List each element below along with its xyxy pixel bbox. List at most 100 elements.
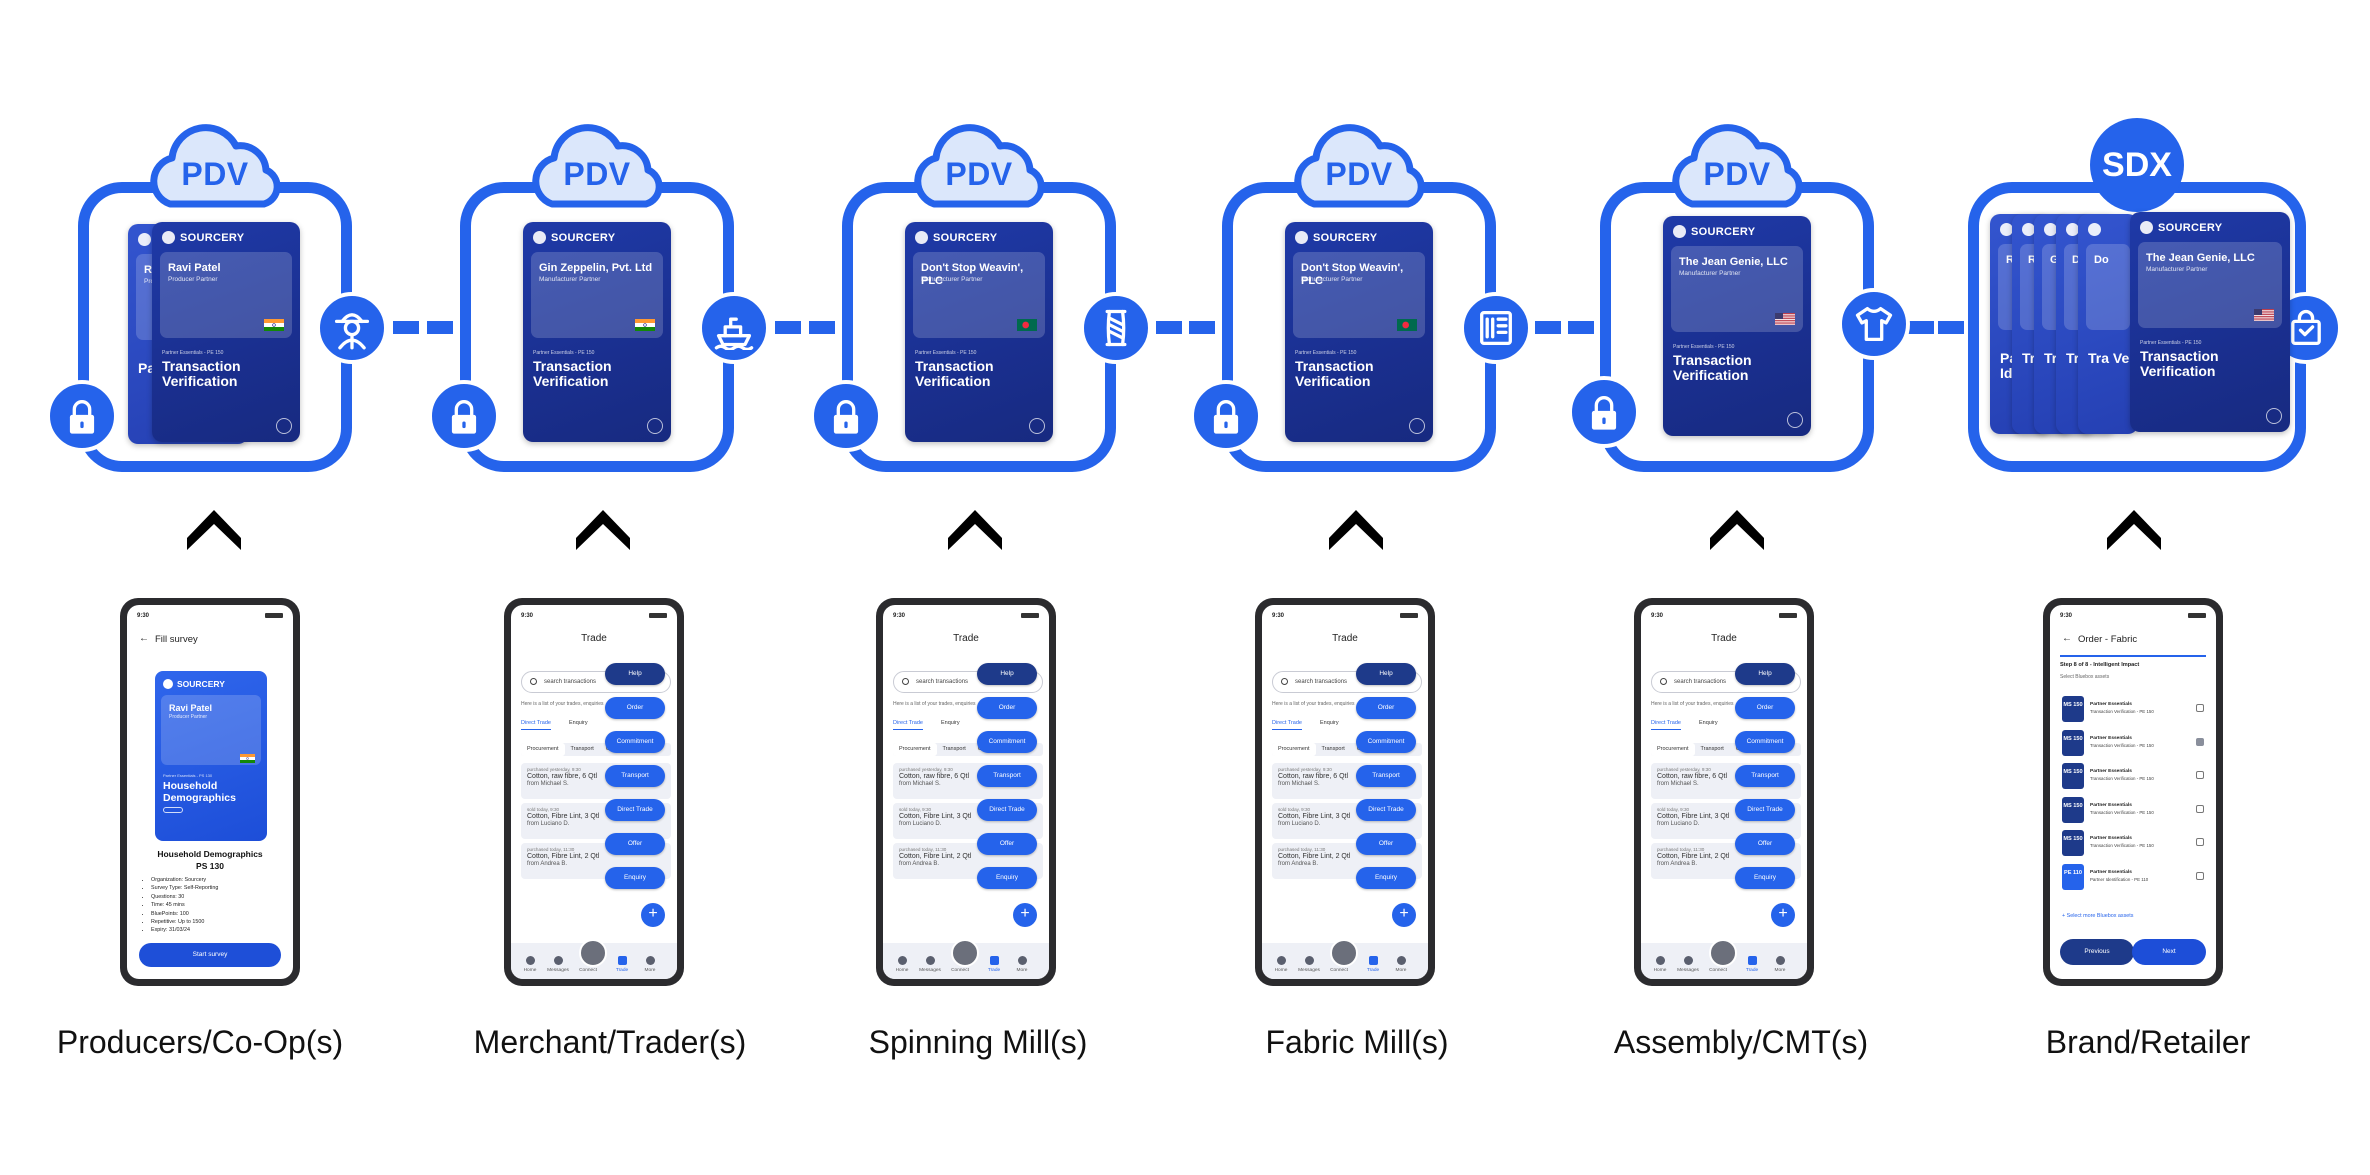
trade-subtab[interactable]: Transport: [570, 746, 594, 752]
trade-tab[interactable]: Direct Trade: [1651, 720, 1681, 730]
nav-item[interactable]: Messages: [543, 956, 573, 973]
back-arrow-icon[interactable]: ←: [2062, 633, 2072, 644]
fab-option[interactable]: Offer: [1735, 833, 1795, 855]
nav-item[interactable]: Home: [887, 956, 917, 973]
add-icon[interactable]: +: [641, 903, 665, 927]
trade-from: from Andrea B.: [1657, 861, 1698, 867]
fab-option[interactable]: Order: [1735, 697, 1795, 719]
fab-option[interactable]: Transport: [1735, 765, 1795, 787]
nav-item[interactable]: More: [1386, 956, 1416, 973]
fab-option[interactable]: Direct Trade: [1735, 799, 1795, 821]
fab-option[interactable]: Offer: [605, 833, 665, 855]
fab-option[interactable]: Direct Trade: [977, 799, 1037, 821]
fab-option[interactable]: Order: [977, 697, 1037, 719]
fab-option[interactable]: Transport: [977, 765, 1037, 787]
search-input[interactable]: search transactions: [1272, 671, 1422, 693]
fab-option[interactable]: Help: [977, 663, 1037, 685]
connect-button[interactable]: [1709, 939, 1737, 967]
nav-item[interactable]: Trade: [979, 956, 1009, 973]
nav-item[interactable]: More: [1007, 956, 1037, 973]
trade-name: Cotton, Fibre Lint, 3 Qtl: [1278, 813, 1351, 820]
fab-option[interactable]: Commitment: [1735, 731, 1795, 753]
trade-tabs: Direct Trade Enquiry: [1272, 720, 1357, 730]
nav-item[interactable]: Trade: [1737, 956, 1767, 973]
trade-subtab[interactable]: Transport: [1700, 746, 1724, 752]
trade-from: from Luciano D.: [1278, 821, 1321, 827]
search-input[interactable]: search transactions: [893, 671, 1043, 693]
connect-button[interactable]: [579, 939, 607, 967]
trade-tab[interactable]: Direct Trade: [1272, 720, 1302, 730]
trade-tab[interactable]: Direct Trade: [521, 720, 551, 730]
add-icon[interactable]: +: [1013, 903, 1037, 927]
nav-item[interactable]: Home: [515, 956, 545, 973]
fab-option[interactable]: Order: [1356, 697, 1416, 719]
trade-tabs: Direct Trade Enquiry: [521, 720, 606, 730]
asset-checkbox[interactable]: [2196, 704, 2204, 712]
start-survey-button[interactable]: Start survey: [139, 943, 281, 967]
nav-item[interactable]: Trade: [1358, 956, 1388, 973]
screen-title: Trade: [1332, 633, 1358, 644]
nav-item[interactable]: Home: [1645, 956, 1675, 973]
add-icon[interactable]: +: [1771, 903, 1795, 927]
search-input[interactable]: search transactions: [521, 671, 671, 693]
back-arrow-icon[interactable]: ←: [139, 633, 149, 644]
fab-option[interactable]: Direct Trade: [605, 799, 665, 821]
fab-option[interactable]: Transport: [1356, 765, 1416, 787]
previous-button[interactable]: Previous: [2060, 939, 2134, 965]
trade-tab[interactable]: Direct Trade: [893, 720, 923, 730]
nav-item[interactable]: More: [1765, 956, 1795, 973]
fab-option[interactable]: Help: [1735, 663, 1795, 685]
partner-role: Producer Partner: [169, 714, 208, 720]
fab-option[interactable]: Order: [605, 697, 665, 719]
fab-option[interactable]: Help: [1356, 663, 1416, 685]
trade-subtab[interactable]: Procurement: [1272, 743, 1316, 756]
fab-option[interactable]: Commitment: [605, 731, 665, 753]
trade-subtab[interactable]: Procurement: [893, 743, 937, 756]
trade-subtab[interactable]: Procurement: [1651, 743, 1695, 756]
sourcery-mark-icon: [915, 231, 928, 244]
trade-subtab[interactable]: Transport: [942, 746, 966, 752]
asset-checkbox[interactable]: [2196, 871, 2204, 880]
fab-option[interactable]: Enquiry: [977, 867, 1037, 889]
asset-checkbox[interactable]: [2196, 804, 2204, 813]
select-more-link[interactable]: + Select more Bluebox assets: [2062, 913, 2134, 919]
trade-tab[interactable]: Enquiry: [1698, 720, 1718, 726]
nav-item[interactable]: More: [635, 956, 665, 973]
fab-option[interactable]: Offer: [1356, 833, 1416, 855]
fab-option[interactable]: Direct Trade: [1356, 799, 1416, 821]
trade-subtab[interactable]: Procurement: [521, 743, 565, 756]
fab-option[interactable]: Enquiry: [1735, 867, 1795, 889]
fab-option[interactable]: Enquiry: [605, 867, 665, 889]
trade-tab[interactable]: Enquiry: [1319, 720, 1339, 726]
fab-option[interactable]: Help: [605, 663, 665, 685]
trade-subtab[interactable]: Transport: [1321, 746, 1345, 752]
fab-option[interactable]: Commitment: [977, 731, 1037, 753]
fab-option[interactable]: Commitment: [1356, 731, 1416, 753]
trade-tab[interactable]: Enquiry: [568, 720, 588, 726]
connector-dash: [1908, 321, 1934, 334]
asset-checkbox[interactable]: [2196, 771, 2204, 780]
nav-item[interactable]: Messages: [1294, 956, 1324, 973]
trade-tab[interactable]: Enquiry: [940, 720, 960, 726]
fab-option[interactable]: Enquiry: [1356, 867, 1416, 889]
next-button[interactable]: Next: [2132, 939, 2206, 965]
nav-item[interactable]: Messages: [1673, 956, 1703, 973]
fab-option[interactable]: Offer: [977, 833, 1037, 855]
nav-item[interactable]: Messages: [915, 956, 945, 973]
connect-button[interactable]: [1330, 939, 1358, 967]
asset-checkbox[interactable]: [2196, 838, 2204, 847]
nav-item[interactable]: Home: [1266, 956, 1296, 973]
asset-checkbox[interactable]: [2196, 737, 2204, 746]
add-icon[interactable]: +: [1392, 903, 1416, 927]
nav-item[interactable]: Trade: [607, 956, 637, 973]
fab-option[interactable]: Transport: [605, 765, 665, 787]
connect-button[interactable]: [951, 939, 979, 967]
search-input[interactable]: search transactions: [1651, 671, 1801, 693]
